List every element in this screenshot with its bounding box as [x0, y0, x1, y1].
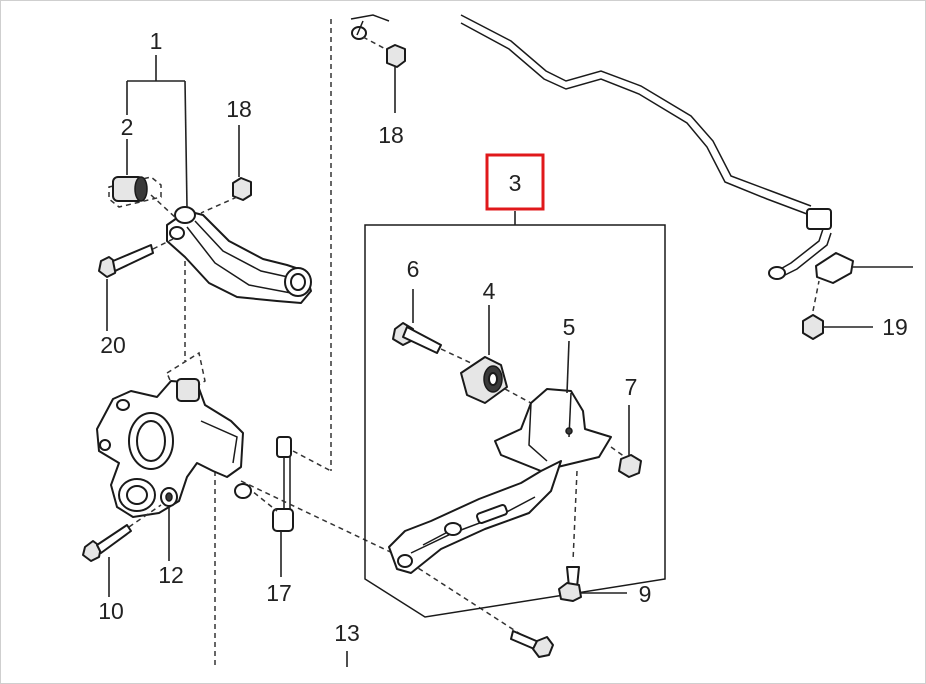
bolt-20: [98, 238, 174, 278]
leader-1-right: [184, 80, 188, 208]
highlight-box: [485, 153, 545, 211]
bolt-13: [346, 630, 554, 667]
callout-2: 2: [121, 114, 134, 140]
callout-12: 12: [158, 562, 184, 588]
callout-3: 3: [509, 170, 522, 196]
bolt-10: [82, 504, 162, 597]
bolt-9: [558, 470, 627, 602]
bushing-2: [108, 176, 178, 220]
upper-arm-1: [166, 206, 312, 304]
washer-12: [160, 487, 178, 561]
bracket-5: [494, 340, 612, 472]
knuckle: [96, 378, 244, 518]
trailing-arm-dashed-line: [240, 480, 532, 642]
trailing-arm-kit-box: [364, 211, 666, 618]
callout-18-left: 18: [226, 96, 252, 122]
callout-17: 17: [266, 580, 292, 606]
callout-18-top: 18: [378, 122, 404, 148]
callout-13: 13: [334, 620, 360, 646]
callout-9: 9: [639, 581, 652, 607]
knuckle-bushing-outline: [166, 351, 206, 399]
nut-18-top: [362, 36, 406, 113]
callout-20: 20: [100, 332, 126, 358]
stabilizer-link-17: [234, 436, 332, 577]
callout-4: 4: [483, 278, 496, 304]
nut-7: [610, 405, 642, 478]
stabilizer-bar: [460, 14, 913, 284]
callout-5: 5: [563, 314, 576, 340]
bushing-4: [460, 305, 532, 404]
bolt-6: [392, 289, 472, 364]
callout-19: 19: [882, 314, 908, 340]
trailing-arm: [388, 460, 562, 574]
callout-7: 7: [625, 374, 638, 400]
nut-19: [802, 280, 873, 340]
stabilizer-link-top: [350, 14, 390, 40]
callout-6: 6: [407, 256, 420, 282]
nut-18-left: [200, 177, 252, 214]
callout-10: 10: [98, 598, 124, 624]
callout-1: 1: [150, 28, 163, 54]
